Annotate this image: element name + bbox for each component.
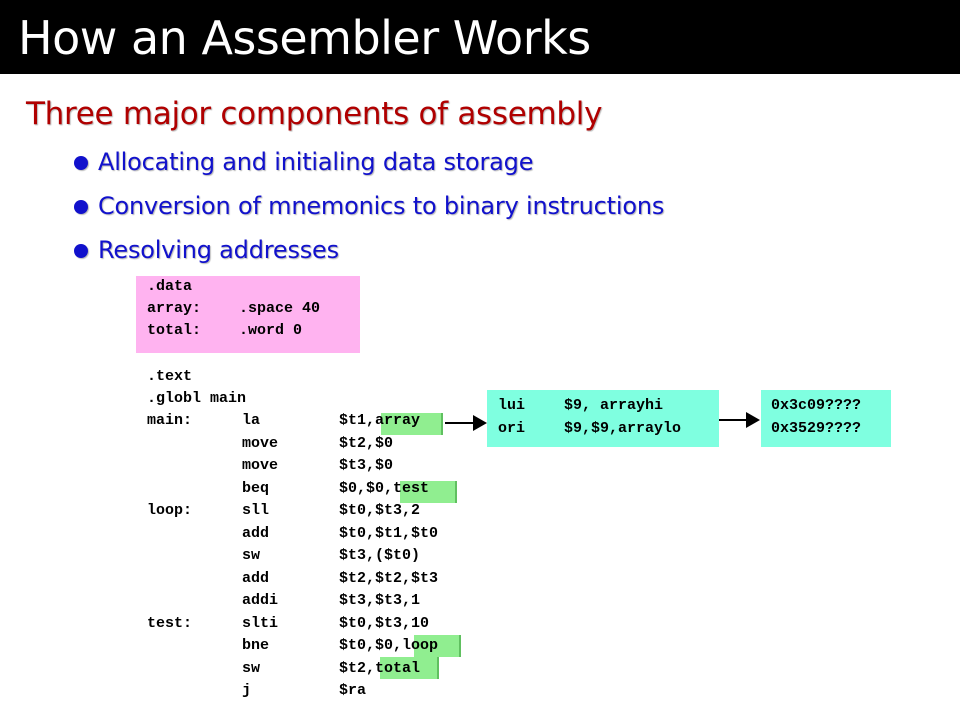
bullet-text: Resolving addresses — [98, 236, 339, 264]
code-args: $t1,array — [339, 412, 421, 429]
bullet-list: Allocating and initialing data storage C… — [74, 144, 664, 276]
slide-title: How an Assembler Works — [18, 11, 591, 65]
code-op: la — [242, 412, 261, 429]
code-args: $t2,$t2,$t3 — [339, 570, 439, 587]
code-label: loop: — [147, 502, 193, 519]
code-op: j — [242, 682, 252, 699]
code-args: $t3,($t0) — [339, 547, 421, 564]
code-op: add — [242, 570, 270, 587]
arrow-to-encoding-line — [719, 419, 747, 421]
code-op: sw — [242, 547, 261, 564]
expansion-op: ori — [498, 420, 526, 437]
data-op: .space 40 — [239, 300, 321, 317]
code-args: $t3,$t3,1 — [339, 592, 421, 609]
code-op: add — [242, 525, 270, 542]
encoding-value: 0x3c09???? — [771, 397, 862, 414]
code-args: $ra — [339, 682, 367, 699]
expansion-op: lui — [498, 397, 526, 414]
bullet-dot-icon — [74, 200, 88, 214]
arrow-right-icon — [746, 412, 760, 428]
title-bar: How an Assembler Works — [0, 0, 960, 74]
expansion-args: $9,$9,arraylo — [564, 420, 682, 437]
arrow-right-icon — [473, 415, 487, 431]
code-op: bne — [242, 637, 270, 654]
data-directive: .data — [147, 278, 193, 295]
data-label: array: — [147, 300, 202, 317]
bullet-text: Conversion of mnemonics to binary instru… — [98, 192, 665, 220]
code-op: move — [242, 457, 279, 474]
code-args: $t3,$0 — [339, 457, 394, 474]
data-label: total: — [147, 322, 202, 339]
code-args: $t0,$t3,2 — [339, 502, 421, 519]
encoding-box: 0x3c09???? 0x3529???? — [761, 390, 891, 447]
symbol-highlight-loop — [414, 635, 461, 657]
bullet-item: Allocating and initialing data storage — [74, 144, 664, 188]
code-op: sll — [242, 502, 270, 519]
code-args: $t2,$0 — [339, 435, 394, 452]
expansion-args: $9, arrayhi — [564, 397, 664, 414]
code-op: beq — [242, 480, 270, 497]
data-section-box: .data array: .space 40 total: .word 0 — [136, 276, 360, 353]
code-label: main: — [147, 412, 193, 429]
symbol-highlight-test — [400, 481, 457, 503]
code-args: $t0,$t1,$t0 — [339, 525, 439, 542]
symbol-highlight-total — [380, 657, 439, 679]
symbol-highlight-array — [381, 413, 443, 435]
code-args: $t0,$0,loop — [339, 637, 439, 654]
code-op: move — [242, 435, 279, 452]
code-op: slti — [242, 615, 279, 632]
bullet-item: Resolving addresses — [74, 232, 664, 276]
code-label: test: — [147, 615, 193, 632]
code-args: $0,$0,test — [339, 480, 430, 497]
encoding-value: 0x3529???? — [771, 420, 862, 437]
section-heading: Three major components of assembly — [26, 96, 603, 132]
data-op: .word 0 — [239, 322, 303, 339]
code-args: $t0,$t3,10 — [339, 615, 430, 632]
bullet-item: Conversion of mnemonics to binary instru… — [74, 188, 664, 232]
bullet-text: Allocating and initialing data storage — [98, 148, 534, 176]
text-directive: .text — [147, 368, 193, 385]
globl-directive: .globl main — [147, 390, 247, 407]
arrow-to-expansion-line — [445, 422, 475, 424]
code-op: addi — [242, 592, 279, 609]
code-args: $t2,total — [339, 660, 421, 677]
bullet-dot-icon — [74, 244, 88, 258]
expansion-box: lui $9, arrayhi ori $9,$9,arraylo — [487, 390, 719, 447]
code-op: sw — [242, 660, 261, 677]
bullet-dot-icon — [74, 156, 88, 170]
